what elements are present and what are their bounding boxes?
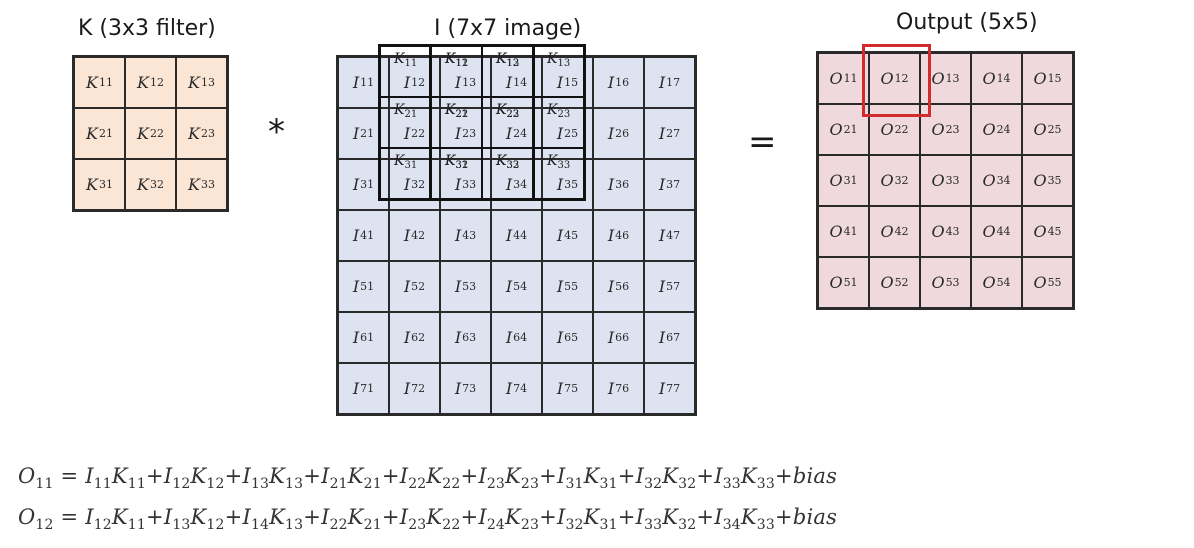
kernel-title: K (3x3 filter) — [78, 16, 216, 41]
equation-o12: O12 = I12K11+I13K12+I14K13+I22K21+I23K22… — [18, 505, 838, 533]
output-highlight-box — [862, 44, 931, 117]
equals-operator: = — [748, 122, 777, 162]
output-title: Output (5x5) — [896, 10, 1038, 35]
convolution-operator: * — [268, 112, 285, 152]
equation-o11: O11 = I11K11+I12K12+I13K13+I21K21+I22K22… — [18, 464, 838, 492]
image-title: I (7x7 image) — [434, 16, 582, 41]
